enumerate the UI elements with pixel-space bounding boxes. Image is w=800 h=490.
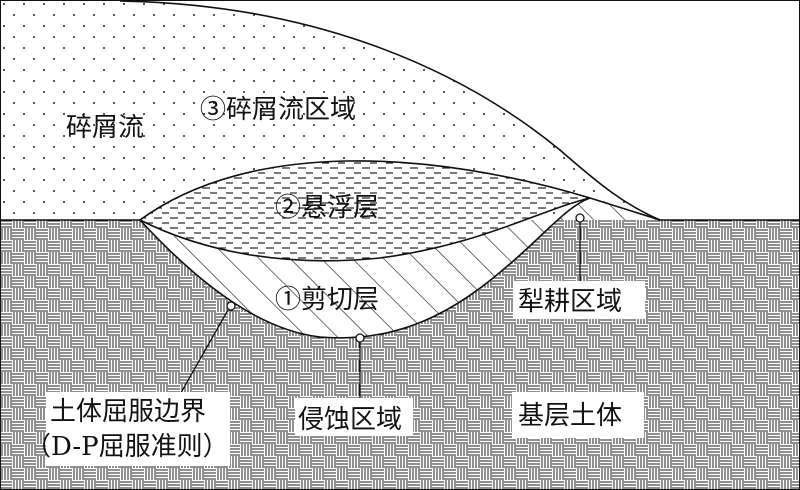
base-soil-label: 基层土体 [518,401,622,431]
debris-flow-region-label: ③碎屑流区域 [200,95,356,125]
erosion-label-bg [295,398,413,436]
base-soil-label-bg [512,392,644,438]
plough-label-bg [513,281,645,319]
debris-flow-label-bg [60,106,170,144]
suspension-layer-label: ②悬浮层 [275,193,379,223]
plough-marker [575,213,585,223]
suspension-top-boundary [139,160,591,221]
yield-boundary-label: 土体屈服边界 [50,397,206,427]
shear-right-edge [589,197,661,221]
debris-flow-region [1,1,660,220]
suspension-bottom-boundary [139,197,591,262]
dp-criterion-label: （D-P屈服准则） [25,432,229,462]
shear-layer-label: ①剪切层 [275,285,379,315]
yield-marker [226,301,236,311]
debris-flow-label: 碎屑流 [66,113,144,143]
erosion-marker [355,333,365,343]
yield-label-bg [46,392,230,466]
erosion-region-label: 侵蚀区域 [298,405,402,435]
yield-leader-line [177,309,229,399]
plough-region-label: 犁耕区域 [518,287,622,317]
yield-boundary-curve [139,197,591,339]
debris-flow-boundary [119,0,661,221]
